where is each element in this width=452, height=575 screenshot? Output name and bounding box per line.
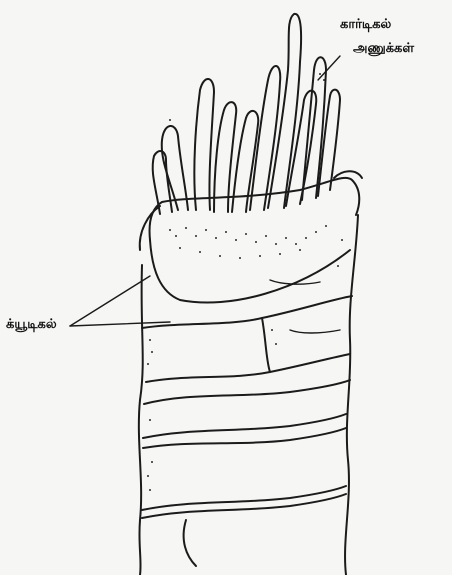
label-cortical-cells-line2: அணுக்கள்	[353, 42, 414, 55]
cuticle-rim	[140, 171, 362, 250]
cuticle-scale-edge	[143, 428, 346, 448]
leader-line-cuticle	[70, 322, 170, 326]
cuticle-scale-edge	[144, 380, 350, 404]
cuticle-scale-edge	[150, 240, 350, 303]
cuticle-scales	[142, 240, 352, 518]
cuticle-scale-edge	[262, 318, 270, 372]
cortical-cells	[153, 14, 340, 214]
leader-line-cuticle	[70, 276, 150, 326]
cuticle-scale-edge	[142, 486, 346, 510]
stipple-shading	[147, 73, 343, 491]
leader-line-cortical	[318, 56, 340, 80]
label-cortical-cells-line1: கார்டிகல்	[340, 18, 391, 31]
label-cuticle: க்யூடிகல்	[6, 318, 57, 331]
loose-fiber	[184, 520, 196, 566]
cuticle-scale-edge	[143, 414, 346, 438]
cuticle-scale-edge	[142, 296, 352, 328]
cuticle-scale-edge	[146, 354, 350, 382]
